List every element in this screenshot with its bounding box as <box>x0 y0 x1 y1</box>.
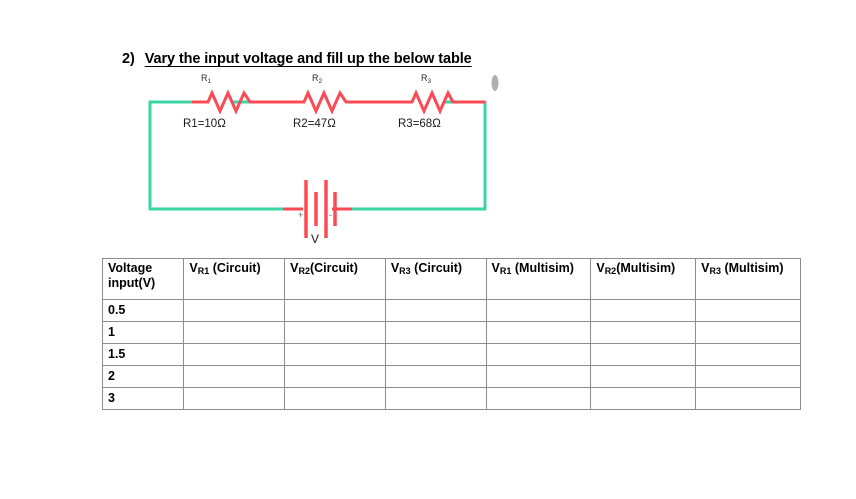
cell-vr1-multisim[interactable] <box>485 365 592 388</box>
resistor-group <box>192 89 485 115</box>
table-row: 0.5 <box>101 299 801 322</box>
cell-voltage-input: 1.5 <box>101 343 185 366</box>
cell-voltage-input: 2 <box>101 365 185 388</box>
cell-vr3-circuit[interactable] <box>384 387 487 410</box>
cell-vr1-multisim[interactable] <box>485 321 592 344</box>
cell-vr1-multisim[interactable] <box>485 343 592 366</box>
cell-vr2-multisim[interactable] <box>590 299 697 322</box>
cell-vr2-multisim[interactable] <box>590 343 697 366</box>
cell-vr2-circuit[interactable] <box>284 299 386 322</box>
resistor-value-r1: R1=10Ω <box>183 118 226 130</box>
cell-vr2-circuit[interactable] <box>284 343 386 366</box>
cell-vr2-circuit[interactable] <box>284 365 386 388</box>
measurement-table: Voltage input(V) VR1 (Circuit) VR2(Circu… <box>101 258 801 410</box>
polarity-minus-sign: - <box>329 210 332 220</box>
circuit-schematic-svg <box>148 75 499 238</box>
resistor-ref-r1: R1 <box>201 73 212 85</box>
page-title: 2) Vary the input voltage and fill up the… <box>122 51 472 67</box>
column-header-vr3-circuit: VR3 (Circuit) <box>384 258 487 300</box>
question-number: 2) <box>122 51 135 67</box>
voltage-source-symbol <box>283 180 352 238</box>
cell-vr3-multisim[interactable] <box>695 343 801 366</box>
cell-vr3-circuit[interactable] <box>384 365 487 388</box>
cell-vr2-circuit[interactable] <box>284 387 386 410</box>
column-header-vr1-circuit: VR1 (Circuit) <box>183 258 286 300</box>
cell-vr2-multisim[interactable] <box>590 365 697 388</box>
cell-voltage-input: 0.5 <box>101 299 185 322</box>
column-header-vr2-circuit: VR2(Circuit) <box>284 258 386 300</box>
cell-vr1-multisim[interactable] <box>485 387 592 410</box>
question-text: Vary the input voltage and fill up the b… <box>144 51 472 67</box>
cell-vr1-circuit[interactable] <box>183 321 286 344</box>
resistor-r1-symbol <box>192 89 286 115</box>
cell-vr3-multisim[interactable] <box>695 387 801 410</box>
cell-vr1-circuit[interactable] <box>183 343 286 366</box>
cell-vr2-circuit[interactable] <box>284 321 386 344</box>
table-row: 2 <box>101 365 801 388</box>
cell-vr1-circuit[interactable] <box>183 365 286 388</box>
table-row: 1.5 <box>101 343 801 366</box>
column-header-vr3-multisim: VR3 (Multisim) <box>695 258 801 300</box>
resistor-r2-symbol <box>286 89 393 115</box>
cell-vr3-circuit[interactable] <box>384 321 487 344</box>
voltage-source-label: V <box>311 232 320 246</box>
cell-vr1-circuit[interactable] <box>183 299 286 322</box>
cell-vr3-multisim[interactable] <box>695 299 801 322</box>
cell-vr1-multisim[interactable] <box>485 299 592 322</box>
cell-voltage-input: 1 <box>101 321 185 344</box>
table-row: 1 <box>101 321 801 344</box>
cell-vr3-circuit[interactable] <box>384 343 487 366</box>
resistor-ref-r3: R3 <box>421 73 432 85</box>
table-header-row: Voltage input(V) VR1 (Circuit) VR2(Circu… <box>101 258 801 300</box>
cell-vr2-multisim[interactable] <box>590 387 697 410</box>
series-circuit-diagram: R1 R2 R3 R1=10Ω R2=47Ω R3=68Ω + - V <box>140 62 500 252</box>
column-header-vr1-multisim: VR1 (Multisim) <box>485 258 592 300</box>
resistor-value-r3: R3=68Ω <box>398 118 441 130</box>
table-row: 3 <box>101 387 801 410</box>
polarity-plus-sign: + <box>298 210 304 220</box>
cell-vr2-multisim[interactable] <box>590 321 697 344</box>
resistor-r3-symbol <box>393 89 485 115</box>
column-header-voltage-input: Voltage input(V) <box>101 258 185 300</box>
resistor-value-r2: R2=47Ω <box>293 118 336 130</box>
cell-vr1-circuit[interactable] <box>183 387 286 410</box>
scan-artifact <box>491 75 499 91</box>
column-header-vr2-multisim: VR2(Multisim) <box>590 258 697 300</box>
cell-vr3-circuit[interactable] <box>384 299 487 322</box>
cell-vr3-multisim[interactable] <box>695 321 801 344</box>
cell-voltage-input: 3 <box>101 387 185 410</box>
resistor-ref-r2: R2 <box>312 73 323 85</box>
cell-vr3-multisim[interactable] <box>695 365 801 388</box>
